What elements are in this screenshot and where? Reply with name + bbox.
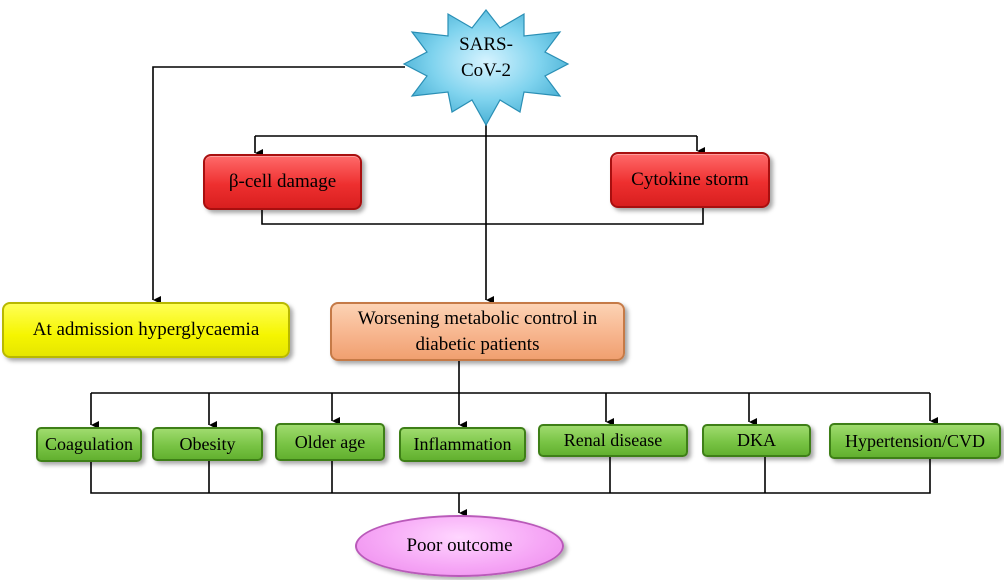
hypertension-cvd-box: Hypertension/CVD bbox=[829, 423, 1001, 459]
cytokine-storm-box: Cytokine storm bbox=[610, 152, 770, 208]
poor-outcome-ellipse: Poor outcome bbox=[355, 515, 564, 577]
beta-cell-damage-label: β-cell damage bbox=[228, 171, 337, 193]
dka-label: DKA bbox=[737, 430, 776, 451]
older-age-box: Older age bbox=[275, 423, 385, 461]
beta-cell-damage-box: β-cell damage bbox=[203, 154, 362, 210]
connector-sars-to-hyperglycaemia bbox=[152, 66, 405, 304]
inflammation-label: Inflammation bbox=[413, 434, 512, 455]
coagulation-box: Coagulation bbox=[36, 427, 142, 462]
hyperglycaemia-box: At admission hyperglycaemia bbox=[2, 302, 290, 358]
obesity-box: Obesity bbox=[152, 427, 263, 461]
inflammation-box: Inflammation bbox=[399, 427, 526, 462]
sars-cov-2-label-line2: CoV-2 bbox=[461, 59, 511, 81]
worsening-label-line2: diabetic patients bbox=[415, 333, 540, 355]
worsening-metabolic-control-box: Worsening metabolic control in diabetic … bbox=[330, 302, 625, 361]
poor-outcome-label: Poor outcome bbox=[406, 535, 513, 557]
renal-disease-label: Renal disease bbox=[563, 430, 663, 451]
obesity-label: Obesity bbox=[179, 433, 236, 454]
sars-cov-2-star-shape bbox=[402, 9, 570, 127]
sars-cov-2-label: SARS- CoV-2 bbox=[427, 32, 545, 83]
coagulation-label: Coagulation bbox=[45, 434, 133, 455]
connector-factors-collect bbox=[90, 459, 931, 494]
older-age-label: Older age bbox=[294, 431, 366, 452]
dka-box: DKA bbox=[702, 424, 811, 457]
renal-disease-box: Renal disease bbox=[538, 424, 688, 457]
hyperglycaemia-label: At admission hyperglycaemia bbox=[32, 319, 260, 341]
hypertension-cvd-label: Hypertension/CVD bbox=[845, 430, 985, 451]
cytokine-storm-label: Cytokine storm bbox=[631, 169, 749, 191]
worsening-label-line1: Worsening metabolic control in bbox=[357, 307, 598, 329]
sars-cov-2-label-line1: SARS- bbox=[459, 34, 513, 55]
